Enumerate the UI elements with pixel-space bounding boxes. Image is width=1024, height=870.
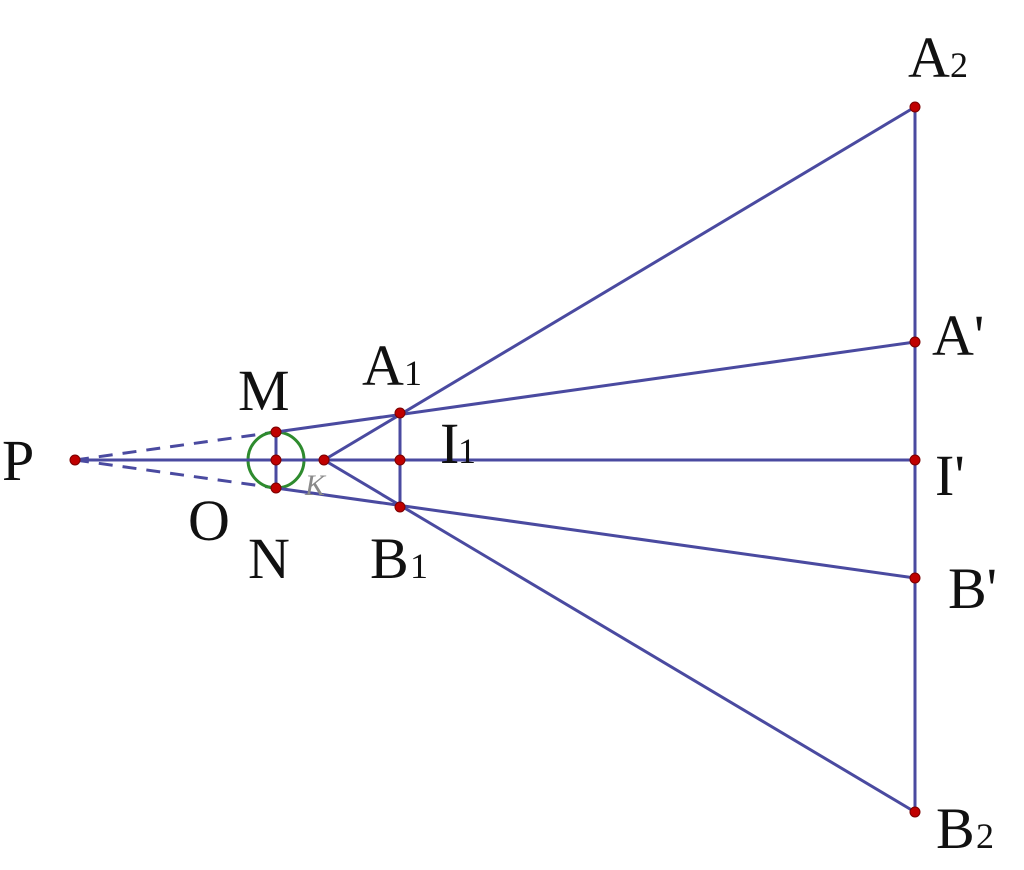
- label-I1: I: [440, 411, 459, 476]
- label-B-prime: B': [948, 556, 997, 621]
- point-B-prime: [909, 572, 921, 584]
- label-B1-sub: 1: [410, 546, 428, 586]
- segment-K-A2: [323, 105, 916, 462]
- label-I-prime: I': [935, 443, 965, 508]
- point-O: [270, 454, 282, 466]
- point-A-prime: [909, 336, 921, 348]
- point-N: [270, 482, 282, 494]
- point-M: [270, 426, 282, 438]
- point-B1: [394, 501, 406, 513]
- label-B2-sub: 2: [976, 816, 994, 856]
- segment-N-B-prime: [275, 486, 916, 580]
- point-K: [318, 454, 330, 466]
- point-P: [69, 454, 81, 466]
- dashed-line-P-M: [74, 430, 277, 462]
- segment-M-A-prime: [275, 340, 916, 434]
- label-A1-sub: 1: [404, 353, 422, 393]
- label-K: K: [304, 469, 327, 502]
- label-B1: B: [370, 526, 409, 591]
- label-A2-sub: 2: [950, 45, 968, 85]
- label-P: P: [2, 428, 34, 493]
- label-A2: A: [908, 25, 950, 90]
- label-B2: B: [936, 796, 975, 861]
- dashed-line-P-N: [74, 458, 277, 490]
- label-M: M: [238, 358, 290, 423]
- point-B2: [909, 806, 921, 818]
- label-A1: A: [362, 333, 404, 398]
- point-A1: [394, 407, 406, 419]
- label-A-prime: A': [932, 303, 984, 368]
- label-N: N: [248, 526, 290, 591]
- point-I1: [394, 454, 406, 466]
- label-O: O: [188, 488, 230, 553]
- point-I-prime: [909, 454, 921, 466]
- point-A2: [909, 101, 921, 113]
- segment-K-B2: [323, 458, 916, 814]
- label-I1-sub: 1: [458, 431, 476, 471]
